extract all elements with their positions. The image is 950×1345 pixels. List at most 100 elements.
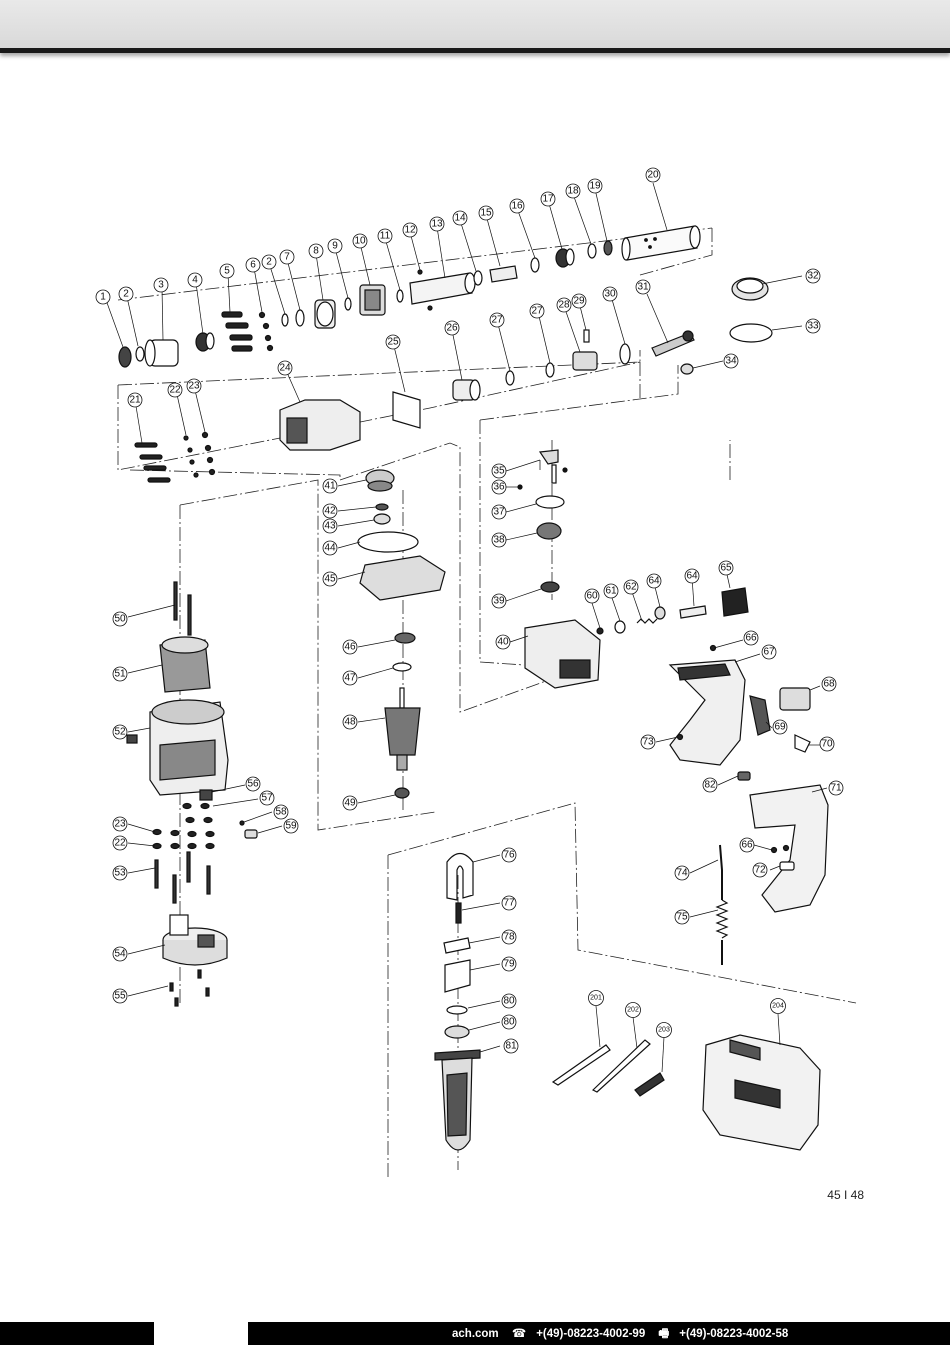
callout-30: 26 — [444, 320, 460, 336]
callout-number: 201 — [590, 995, 602, 1002]
callout-number: 47 — [344, 673, 356, 684]
footer-website[interactable]: ach.com — [452, 1328, 499, 1340]
callout-number: 48 — [344, 717, 356, 728]
callout-circle — [478, 205, 494, 221]
callout-number: 43 — [324, 521, 336, 532]
callout-number: 64 — [648, 576, 660, 587]
callout-65: 50 — [112, 611, 128, 627]
callout-38: 43 — [322, 518, 338, 534]
callout-circle — [491, 463, 507, 479]
callout-86: 66 — [739, 837, 755, 853]
callout-45: 35 — [491, 463, 507, 479]
callout-number: 35 — [493, 466, 505, 477]
callout-number: 33 — [807, 321, 819, 332]
callout-27: 28 — [556, 297, 572, 313]
callout-circle — [95, 289, 111, 305]
callout-number: 24 — [279, 363, 291, 374]
callout-number: 80 — [503, 1017, 515, 1028]
callout-33: 21 — [127, 392, 143, 408]
part-illustrations — [118, 225, 829, 1151]
callout-64: 71 — [828, 780, 844, 796]
callout-number: 72 — [754, 865, 766, 876]
callout-circle — [322, 540, 338, 556]
callout-72: 23 — [112, 816, 128, 832]
callout-circle — [571, 293, 587, 309]
callout-circle — [112, 611, 128, 627]
callout-circle — [718, 560, 734, 576]
page-number: 45 I 48 — [827, 1188, 864, 1202]
callout-circle — [529, 303, 545, 319]
callout-circle — [452, 210, 468, 226]
callout-68: 56 — [245, 776, 261, 792]
callout-number: 75 — [676, 912, 688, 923]
callout-88: 201 — [588, 990, 604, 1006]
callout-number: 18 — [567, 186, 579, 197]
callout-number: 22 — [169, 385, 181, 396]
callout-number: 58 — [275, 807, 287, 818]
callout-35: 23 — [186, 378, 202, 394]
callout-circle — [491, 593, 507, 609]
callout-number: 40 — [497, 637, 509, 648]
callout-63: 82 — [702, 777, 718, 793]
callout-circle — [322, 518, 338, 534]
callout-69: 57 — [259, 790, 275, 806]
callout-number: 62 — [625, 582, 637, 593]
callout-number: 70 — [821, 739, 833, 750]
callout-circle — [491, 479, 507, 495]
callout-48: 38 — [491, 532, 507, 548]
callout-number: 69 — [774, 722, 786, 733]
callout-circle — [501, 956, 517, 972]
callout-circle — [342, 670, 358, 686]
callout-circle — [322, 478, 338, 494]
callout-circle — [112, 835, 128, 851]
callout-circle — [342, 714, 358, 730]
callout-circle — [821, 676, 837, 692]
callout-number: 79 — [503, 959, 515, 970]
callout-number: 5 — [224, 266, 230, 277]
callout-circle — [245, 257, 261, 273]
callout-number: 82 — [704, 780, 716, 791]
callout-circle — [127, 392, 143, 408]
callout-circle — [587, 178, 603, 194]
callout-circle — [640, 734, 656, 750]
callout-circle — [491, 532, 507, 548]
callout-circle — [584, 588, 600, 604]
callout-number: 42 — [324, 506, 336, 517]
callout-53: 62 — [623, 579, 639, 595]
callout-circle — [153, 277, 169, 293]
footer-block-right — [248, 1322, 950, 1345]
callout-number: 27 — [491, 315, 503, 326]
callout-number: 204 — [772, 1003, 784, 1010]
callout-circle — [509, 198, 525, 214]
callout-11: 11 — [377, 228, 393, 244]
callout-circle — [674, 865, 690, 881]
callout-number: 15 — [480, 208, 492, 219]
leader-lines — [105, 182, 828, 1073]
callout-number: 39 — [493, 596, 505, 607]
callout-circle — [495, 634, 511, 650]
callout-number: 2 — [266, 257, 272, 268]
callout-number: 37 — [493, 507, 505, 518]
callout-circle — [770, 998, 786, 1014]
footer-fax: +(49)-08223-4002-58 — [679, 1328, 789, 1340]
callout-number: 41 — [324, 481, 336, 492]
callout-circle — [308, 243, 324, 259]
callout-circle — [739, 837, 755, 853]
callout-number: 25 — [387, 337, 399, 348]
callout-number: 10 — [354, 236, 366, 247]
callout-76: 55 — [112, 988, 128, 1004]
callout-circle — [112, 724, 128, 740]
callout-74: 53 — [112, 865, 128, 881]
callout-number: 45 — [324, 574, 336, 585]
callout-circle — [112, 865, 128, 881]
callout-circle — [322, 571, 338, 587]
callout-20: 20 — [645, 167, 661, 183]
callout-number: 22 — [114, 838, 126, 849]
callout-66: 51 — [112, 666, 128, 682]
callout-circle — [772, 719, 788, 735]
callout-circle — [761, 644, 777, 660]
callout-17: 17 — [540, 191, 556, 207]
callout-80: 79 — [501, 956, 517, 972]
callout-circle — [602, 286, 618, 302]
